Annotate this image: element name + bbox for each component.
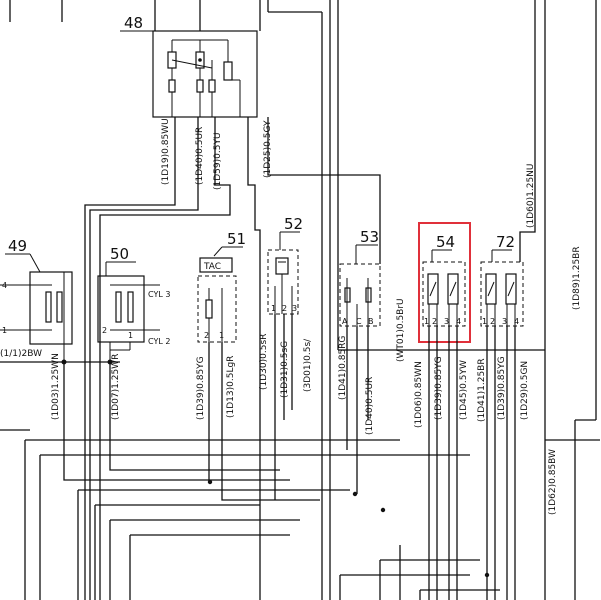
pin-label: 1 bbox=[424, 317, 429, 326]
pin-label: 1 bbox=[219, 331, 224, 340]
wire-labels: (1D19)0.85WU (1D40)0.5UR (1D59)0.5YU (1D… bbox=[0, 118, 582, 515]
wire-label: (1D41)1.25BR bbox=[477, 358, 487, 422]
pin-label: 1 bbox=[2, 326, 7, 335]
wire-label: (1D13)0.5LgR bbox=[226, 356, 236, 418]
wire-label: (1D19)0.85WU bbox=[161, 118, 171, 185]
component-51: 51 TAC 2 1 bbox=[197, 230, 320, 501]
pin-label: CYL 2 bbox=[148, 337, 170, 346]
pin-label: A bbox=[342, 317, 348, 326]
wire-label: (1D03)1.25WN bbox=[51, 353, 61, 420]
component-52: 52 1 2 3 bbox=[267, 215, 303, 500]
component-72: 72 1 2 3 4 bbox=[480, 0, 536, 600]
component-number: 49 bbox=[8, 237, 27, 255]
wire-label: (1D59)0.5YU bbox=[213, 132, 223, 190]
wire-label: (1D39)0.85YG bbox=[434, 356, 444, 420]
wire-label: (1D30)0.5sR bbox=[259, 334, 269, 390]
wire-label: (1D41)0.85RG bbox=[338, 336, 348, 400]
wire-label: (1D07)1.25WR bbox=[111, 354, 121, 420]
pin-label: 3 bbox=[502, 317, 507, 326]
pin-label: 2 bbox=[204, 331, 209, 340]
pin-label: 1 bbox=[271, 304, 276, 313]
tac-tag: TAC bbox=[203, 262, 221, 272]
wire-label: (1D60)1.25NU bbox=[526, 164, 536, 229]
component-number: 51 bbox=[227, 230, 246, 248]
pin-label: 2 bbox=[102, 326, 107, 335]
wire-label: (1D25)0.5GY bbox=[263, 120, 273, 178]
component-number: 50 bbox=[110, 245, 129, 263]
component-number: 52 bbox=[284, 215, 303, 233]
left-bus bbox=[0, 359, 470, 600]
pin-label: 4 bbox=[2, 281, 7, 290]
wire-label: (1D06)0.85WN bbox=[414, 361, 424, 428]
wire-label: (1D39)0.85YG bbox=[196, 356, 206, 420]
pin-label: 2 bbox=[432, 317, 437, 326]
pin-label: CYL 3 bbox=[148, 290, 170, 299]
component-50: 50 CYL 3 CYL 2 2 1 bbox=[97, 245, 170, 430]
component-49: 49 4 1 bbox=[0, 237, 73, 362]
component-number: 72 bbox=[496, 233, 515, 251]
pin-label: 4 bbox=[514, 317, 519, 326]
component-number: 54 bbox=[436, 233, 455, 251]
wire-label: (1D31)0.5sG bbox=[280, 341, 290, 398]
wire-label: (3D01)0.5s/ bbox=[303, 338, 313, 392]
component-number: 48 bbox=[124, 14, 143, 32]
pin-label: 3 bbox=[292, 304, 297, 313]
wire-label: (1D29)0.5GN bbox=[520, 361, 530, 420]
pin-label: 4 bbox=[456, 317, 461, 326]
pin-label: 2 bbox=[490, 317, 495, 326]
wire-label: (1D40)0.5UR bbox=[365, 377, 375, 435]
wires-48 bbox=[84, 0, 381, 600]
wire-label: (1D39)0.85YG bbox=[497, 356, 507, 420]
lower-right-wires bbox=[339, 439, 600, 600]
wire-label: (1D89)1.25BR bbox=[572, 246, 582, 310]
selection-highlight bbox=[418, 222, 471, 343]
component-54: 54 1 2 3 4 bbox=[418, 222, 471, 600]
component-53: 53 A C B bbox=[339, 228, 381, 494]
component-48: 48 bbox=[120, 14, 258, 118]
pin-label: 1 bbox=[128, 331, 133, 340]
pin-label: 2 bbox=[282, 304, 287, 313]
pin-label: B bbox=[368, 317, 374, 326]
trunk-wires bbox=[9, 0, 597, 600]
pin-label: C bbox=[356, 317, 362, 326]
pin-label: 1 bbox=[482, 317, 487, 326]
pin-label: 3 bbox=[444, 317, 449, 326]
component-number: 53 bbox=[360, 228, 379, 246]
wire-label: (1D62)0.85BW bbox=[548, 449, 558, 515]
wire-label: (1D40)0.5UR bbox=[195, 127, 205, 185]
wire-label: (WT01)0.5BrU bbox=[396, 298, 406, 362]
wire-label: (1D45)0.5YW bbox=[459, 360, 469, 420]
wire-label: (1/1)2BW bbox=[0, 349, 42, 359]
